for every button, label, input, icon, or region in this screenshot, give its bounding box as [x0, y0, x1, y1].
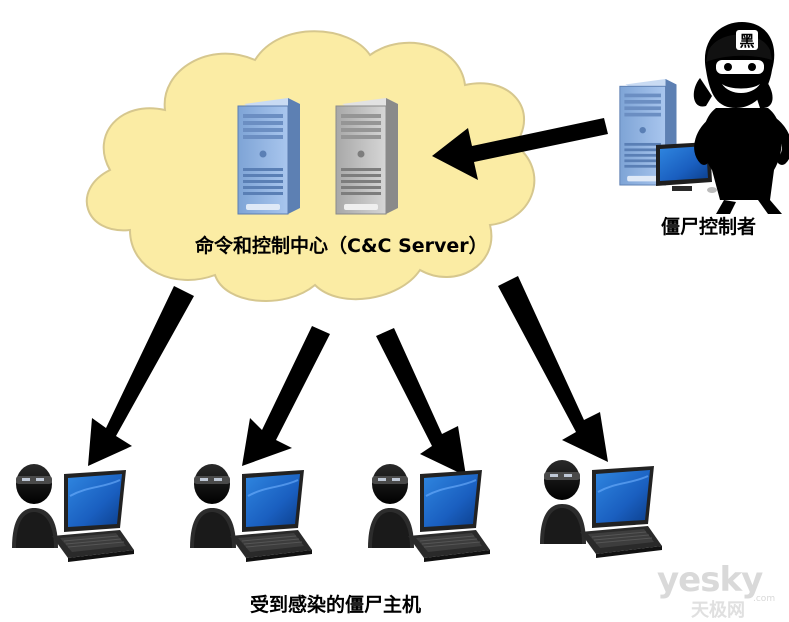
arrow-cnc-to-host-2 [242, 326, 330, 466]
bot-controller-label: 僵尸控制者 [661, 216, 757, 238]
infected-host-1-icon [11, 463, 135, 563]
cnc-server-label: 命令和控制中心（C&C Server） [195, 235, 488, 257]
watermark-brand: yesky [657, 560, 763, 600]
arrow-cnc-to-host-1 [88, 286, 194, 466]
watermark-logo: yesky 天极网 .com [655, 560, 785, 621]
infected-host-3-icon [367, 463, 491, 563]
arrow-cnc-to-host-3 [376, 328, 466, 476]
watermark-domain: .com [753, 594, 776, 604]
server-gray-icon [335, 97, 399, 215]
arrow-cnc-to-host-4 [498, 276, 608, 462]
hacker-figure-icon: 黑 [693, 22, 789, 214]
arrow-controller-to-cnc [432, 118, 608, 180]
cnc-cloud [85, 30, 536, 302]
server-blue-icon [237, 97, 301, 215]
infected-host-2-icon [189, 463, 313, 563]
watermark-sub: 天极网 [691, 600, 745, 621]
hacker-hat-text: 黑 [739, 32, 754, 50]
infected-host-4-icon [539, 459, 663, 559]
infected-hosts-label: 受到感染的僵尸主机 [250, 594, 422, 616]
